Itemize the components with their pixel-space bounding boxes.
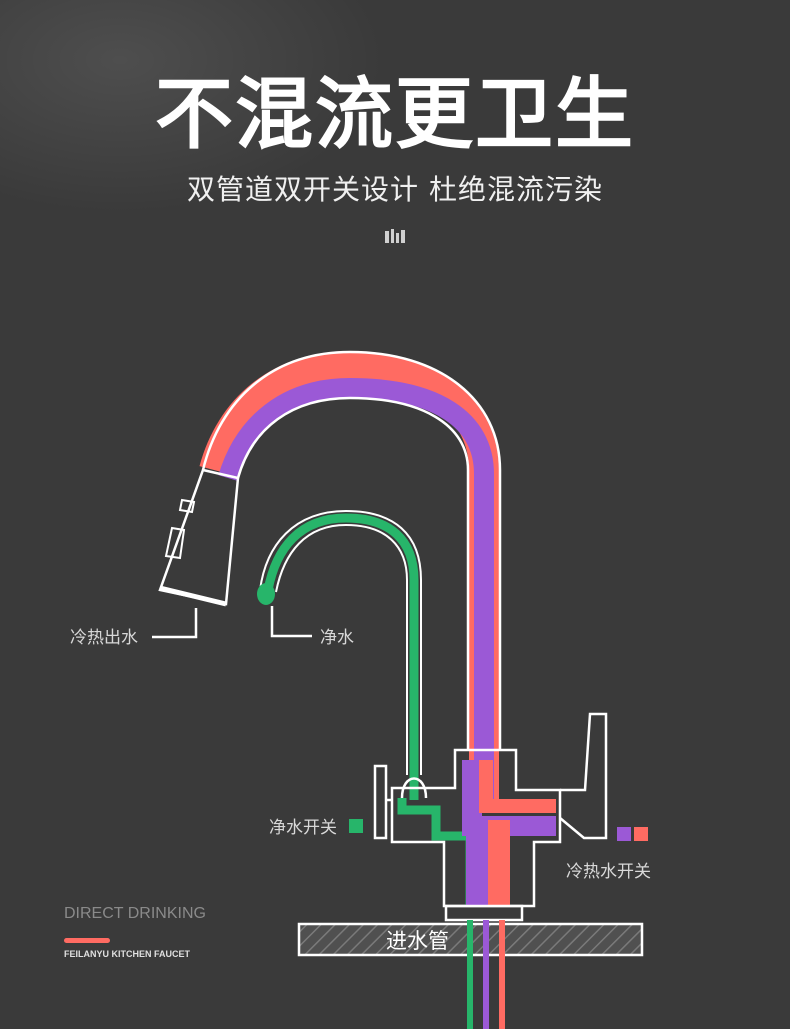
- green-square-icon: [349, 819, 363, 833]
- label-mixed-outlet: 冷热出水: [70, 628, 138, 648]
- purified-water-channel: [263, 513, 419, 800]
- faucet-body: [390, 748, 562, 922]
- headline: 不混流更卫生: [154, 70, 635, 160]
- purified-spout-outline: [259, 509, 422, 775]
- label-purified-switch: 净水开关: [269, 818, 337, 838]
- brand-bars-icon: [385, 229, 405, 243]
- cold-water-channel: [218, 377, 494, 804]
- mixed-spout: [199, 350, 502, 804]
- mixed-switch-lever: [559, 712, 608, 840]
- mixed-spout-outline: [201, 350, 502, 750]
- purified-switch-lever: [373, 764, 428, 840]
- purified-nozzle: [257, 583, 275, 605]
- label-inlet-pipe: 进水管: [386, 929, 449, 953]
- inlet-pipes: [467, 920, 505, 1029]
- label-purified-outlet: 净水: [320, 628, 354, 648]
- footer-subtitle: FEILANYU KITCHEN FAUCET: [64, 949, 190, 959]
- subheadline: 双管道双开关设计 杜绝混流污染: [187, 173, 603, 206]
- purified-spout: [257, 509, 422, 800]
- label-mixed-switch: 冷热水开关: [566, 862, 651, 882]
- spray-head: [158, 468, 240, 607]
- purple-red-squares-icon: [617, 827, 648, 841]
- leader-lines: [152, 606, 312, 639]
- footer-accent-bar: [64, 938, 110, 943]
- footer-title: DIRECT DRINKING: [64, 905, 206, 922]
